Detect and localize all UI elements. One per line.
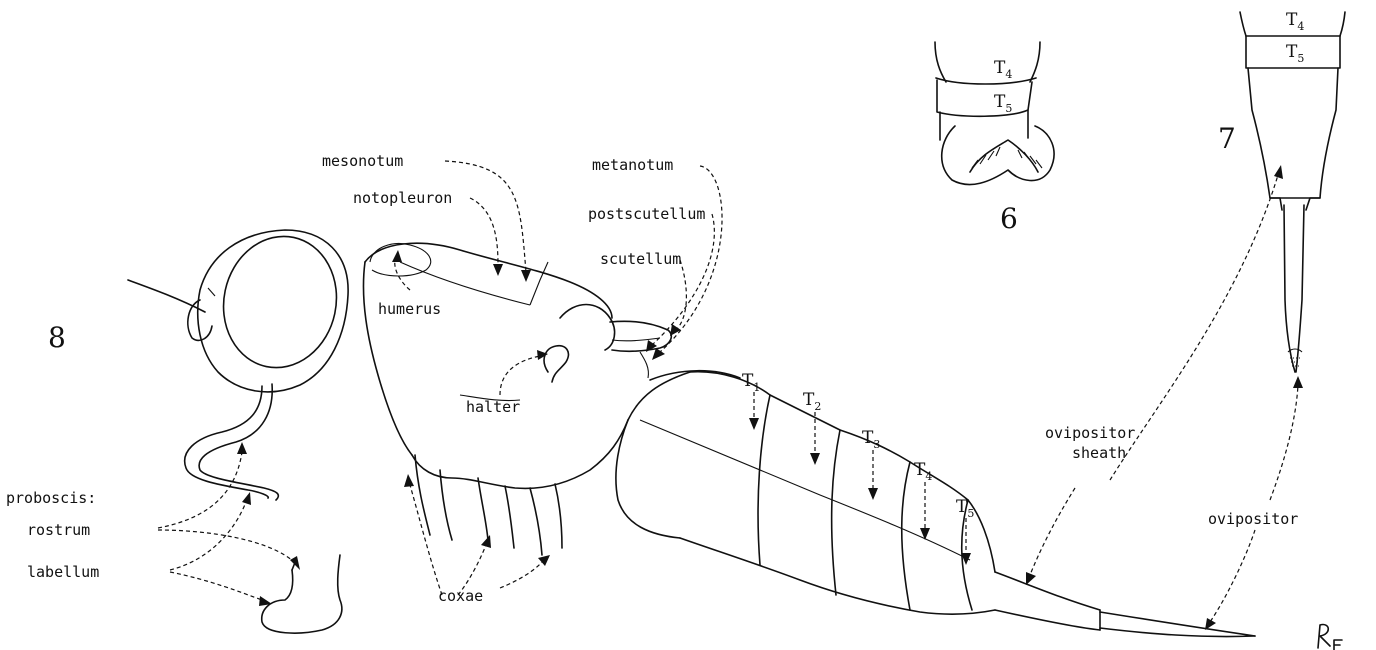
label-ovipositor-sheath-line2: sheath	[1072, 444, 1126, 462]
segment-label-t4: T4	[914, 460, 932, 483]
segment-label-t1: T1	[742, 371, 760, 394]
figure-number-6: 6	[1000, 202, 1018, 235]
label-humerus: humerus	[378, 300, 441, 318]
label-notopleuron: notopleuron	[353, 189, 452, 207]
artist-signature	[1318, 625, 1342, 650]
leader-lines	[158, 161, 1303, 630]
label-scutellum: scutellum	[600, 250, 681, 268]
label-coxae: coxae	[438, 587, 483, 605]
label-mesonotum: mesonotum	[322, 152, 403, 170]
label-halter: halter	[466, 398, 520, 416]
segment-label-t5: T5	[956, 497, 974, 520]
label-ovipositor: ovipositor	[1208, 510, 1298, 528]
fig7-drawing	[1240, 12, 1345, 372]
label-proboscis: proboscis:	[6, 489, 96, 507]
label-rostrum: rostrum	[27, 521, 90, 539]
fig6-label-t5: T5	[994, 92, 1012, 115]
segment-label-t2: T2	[803, 390, 821, 413]
figure-number-7: 7	[1218, 122, 1236, 155]
label-labellum: labellum	[27, 563, 99, 581]
label-metanotum: metanotum	[592, 156, 673, 174]
label-ovipositor-sheath-line1: ovipositor	[1045, 424, 1135, 442]
fig7-label-t5: T5	[1286, 42, 1304, 65]
fig6-label-t4: T4	[994, 58, 1012, 81]
label-postscutellum: postscutellum	[588, 205, 705, 223]
segment-label-t3: T3	[862, 428, 880, 451]
fig7-label-t4: T4	[1286, 10, 1304, 33]
figure-number-8: 8	[48, 321, 66, 354]
